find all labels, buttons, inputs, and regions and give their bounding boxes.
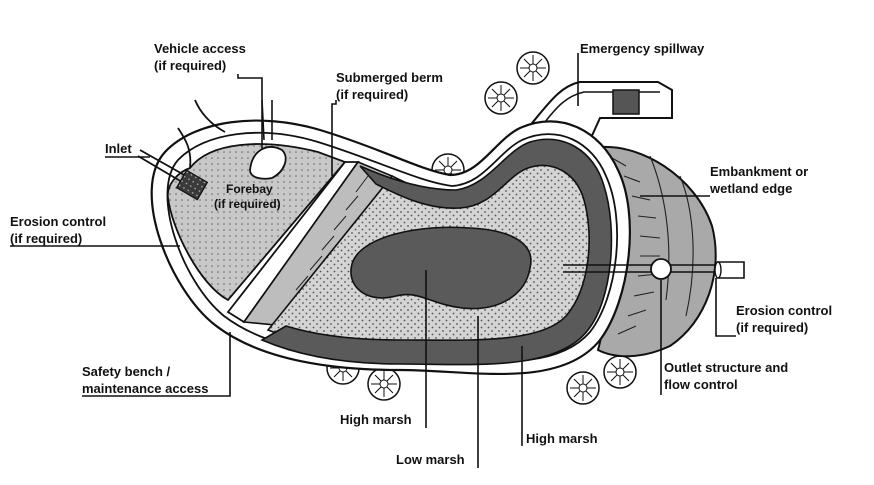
label-wetland-edge: wetland edge — [709, 181, 792, 196]
forebay — [166, 143, 347, 302]
label-low-marsh: Low marsh — [396, 452, 465, 467]
inlet-pipe-icon — [137, 149, 209, 201]
outlet-riser-icon — [563, 258, 745, 280]
label-inlet: Inlet — [105, 141, 132, 156]
low-marsh-pool — [350, 226, 532, 310]
label-erosion-control-left-note: (if required) — [10, 231, 82, 246]
label-safety-bench: Safety bench / — [82, 364, 171, 379]
leader-lines — [10, 53, 736, 468]
label-erosion-control-right: Erosion control — [736, 303, 832, 318]
label-erosion-control-right-note: (if required) — [736, 320, 808, 335]
embankment-ticks — [611, 155, 694, 335]
shrub-icon — [516, 51, 550, 85]
label-erosion-control-left: Erosion control — [10, 214, 106, 229]
label-flow-control: flow control — [664, 377, 738, 392]
spillway-block-icon — [612, 89, 640, 115]
label-vehicle-access: Vehicle access — [154, 41, 246, 56]
shrub-icon — [566, 371, 600, 405]
label-maintenance-access: maintenance access — [82, 381, 208, 396]
label-embankment: Embankment or — [710, 164, 808, 179]
label-submerged-berm-note: (if required) — [336, 87, 408, 102]
label-vehicle-access-note: (if required) — [154, 58, 226, 73]
label-forebay: Forebay — [226, 182, 273, 196]
shrub-icon — [367, 367, 401, 401]
berm-ticks — [283, 175, 369, 311]
diagram-labels: Vehicle access (if required) Submerged b… — [10, 41, 832, 467]
label-submerged-berm: Submerged berm — [336, 70, 443, 85]
label-high-marsh-left: High marsh — [340, 412, 412, 427]
deep-marsh-band — [260, 138, 613, 366]
shrub-icon — [484, 81, 518, 115]
label-high-marsh-right: High marsh — [526, 431, 598, 446]
label-forebay-note: (if required) — [214, 197, 281, 211]
label-emergency-spillway: Emergency spillway — [580, 41, 705, 56]
shrub-icon — [603, 355, 637, 389]
label-outlet-structure: Outlet structure and — [664, 360, 788, 375]
